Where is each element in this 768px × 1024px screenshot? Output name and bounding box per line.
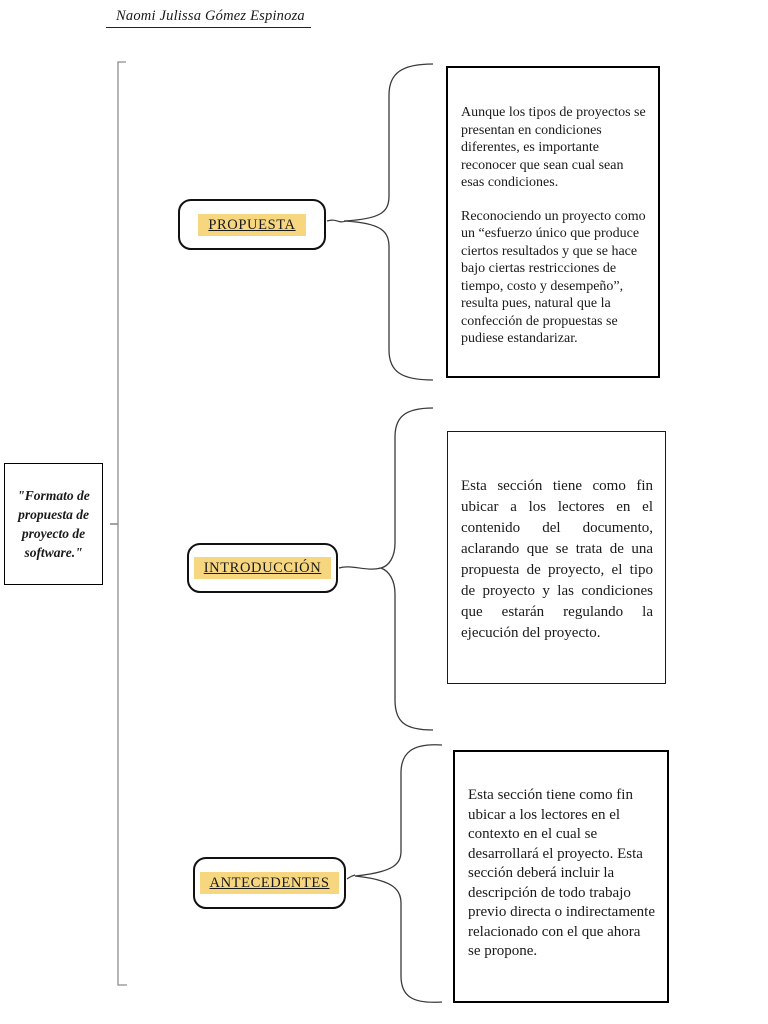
source-title-box: "Formato de propuesta de proyecto de sof… [4,463,103,585]
description-box-propuesta: Aunque los tipos de proyectos se present… [446,66,660,378]
connector-antecedentes [346,874,356,880]
author-name: Naomi Julissa Gómez Espinoza [106,8,311,28]
antecedentes-paragraph: Esta sección tiene como fin ubicar a los… [468,787,655,959]
curly-brace-introduccion [378,407,434,731]
propuesta-paragraph-2: Reconociendo un proyecto como un “esfuer… [461,208,646,347]
topic-label-antecedentes: ANTECEDENTES [193,857,346,909]
topic-label-introduccion: INTRODUCCIÓN [187,543,338,593]
topic-label-propuesta-text: PROPUESTA [198,213,306,236]
propuesta-paragraph-1: Aunque los tipos de proyectos se present… [461,105,646,190]
description-box-antecedentes: Esta sección tiene como fin ubicar a los… [453,750,669,1003]
topic-label-propuesta: PROPUESTA [178,199,326,250]
curly-brace-antecedentes [354,744,443,1003]
description-box-introduccion: Esta sección tiene como fin ubicar a los… [447,431,666,684]
topic-label-introduccion-text: INTRODUCCIÓN [193,557,332,579]
connector-introduccion [338,566,382,570]
vertical-bracket-line [117,61,127,986]
curly-brace-propuesta [343,63,434,381]
introduccion-paragraph: Esta sección tiene como fin ubicar a los… [461,478,653,641]
connector-propuesta [326,219,347,223]
source-title-text: "Formato de propuesta de proyecto de sof… [17,488,90,560]
topic-label-antecedentes-text: ANTECEDENTES [199,872,340,894]
